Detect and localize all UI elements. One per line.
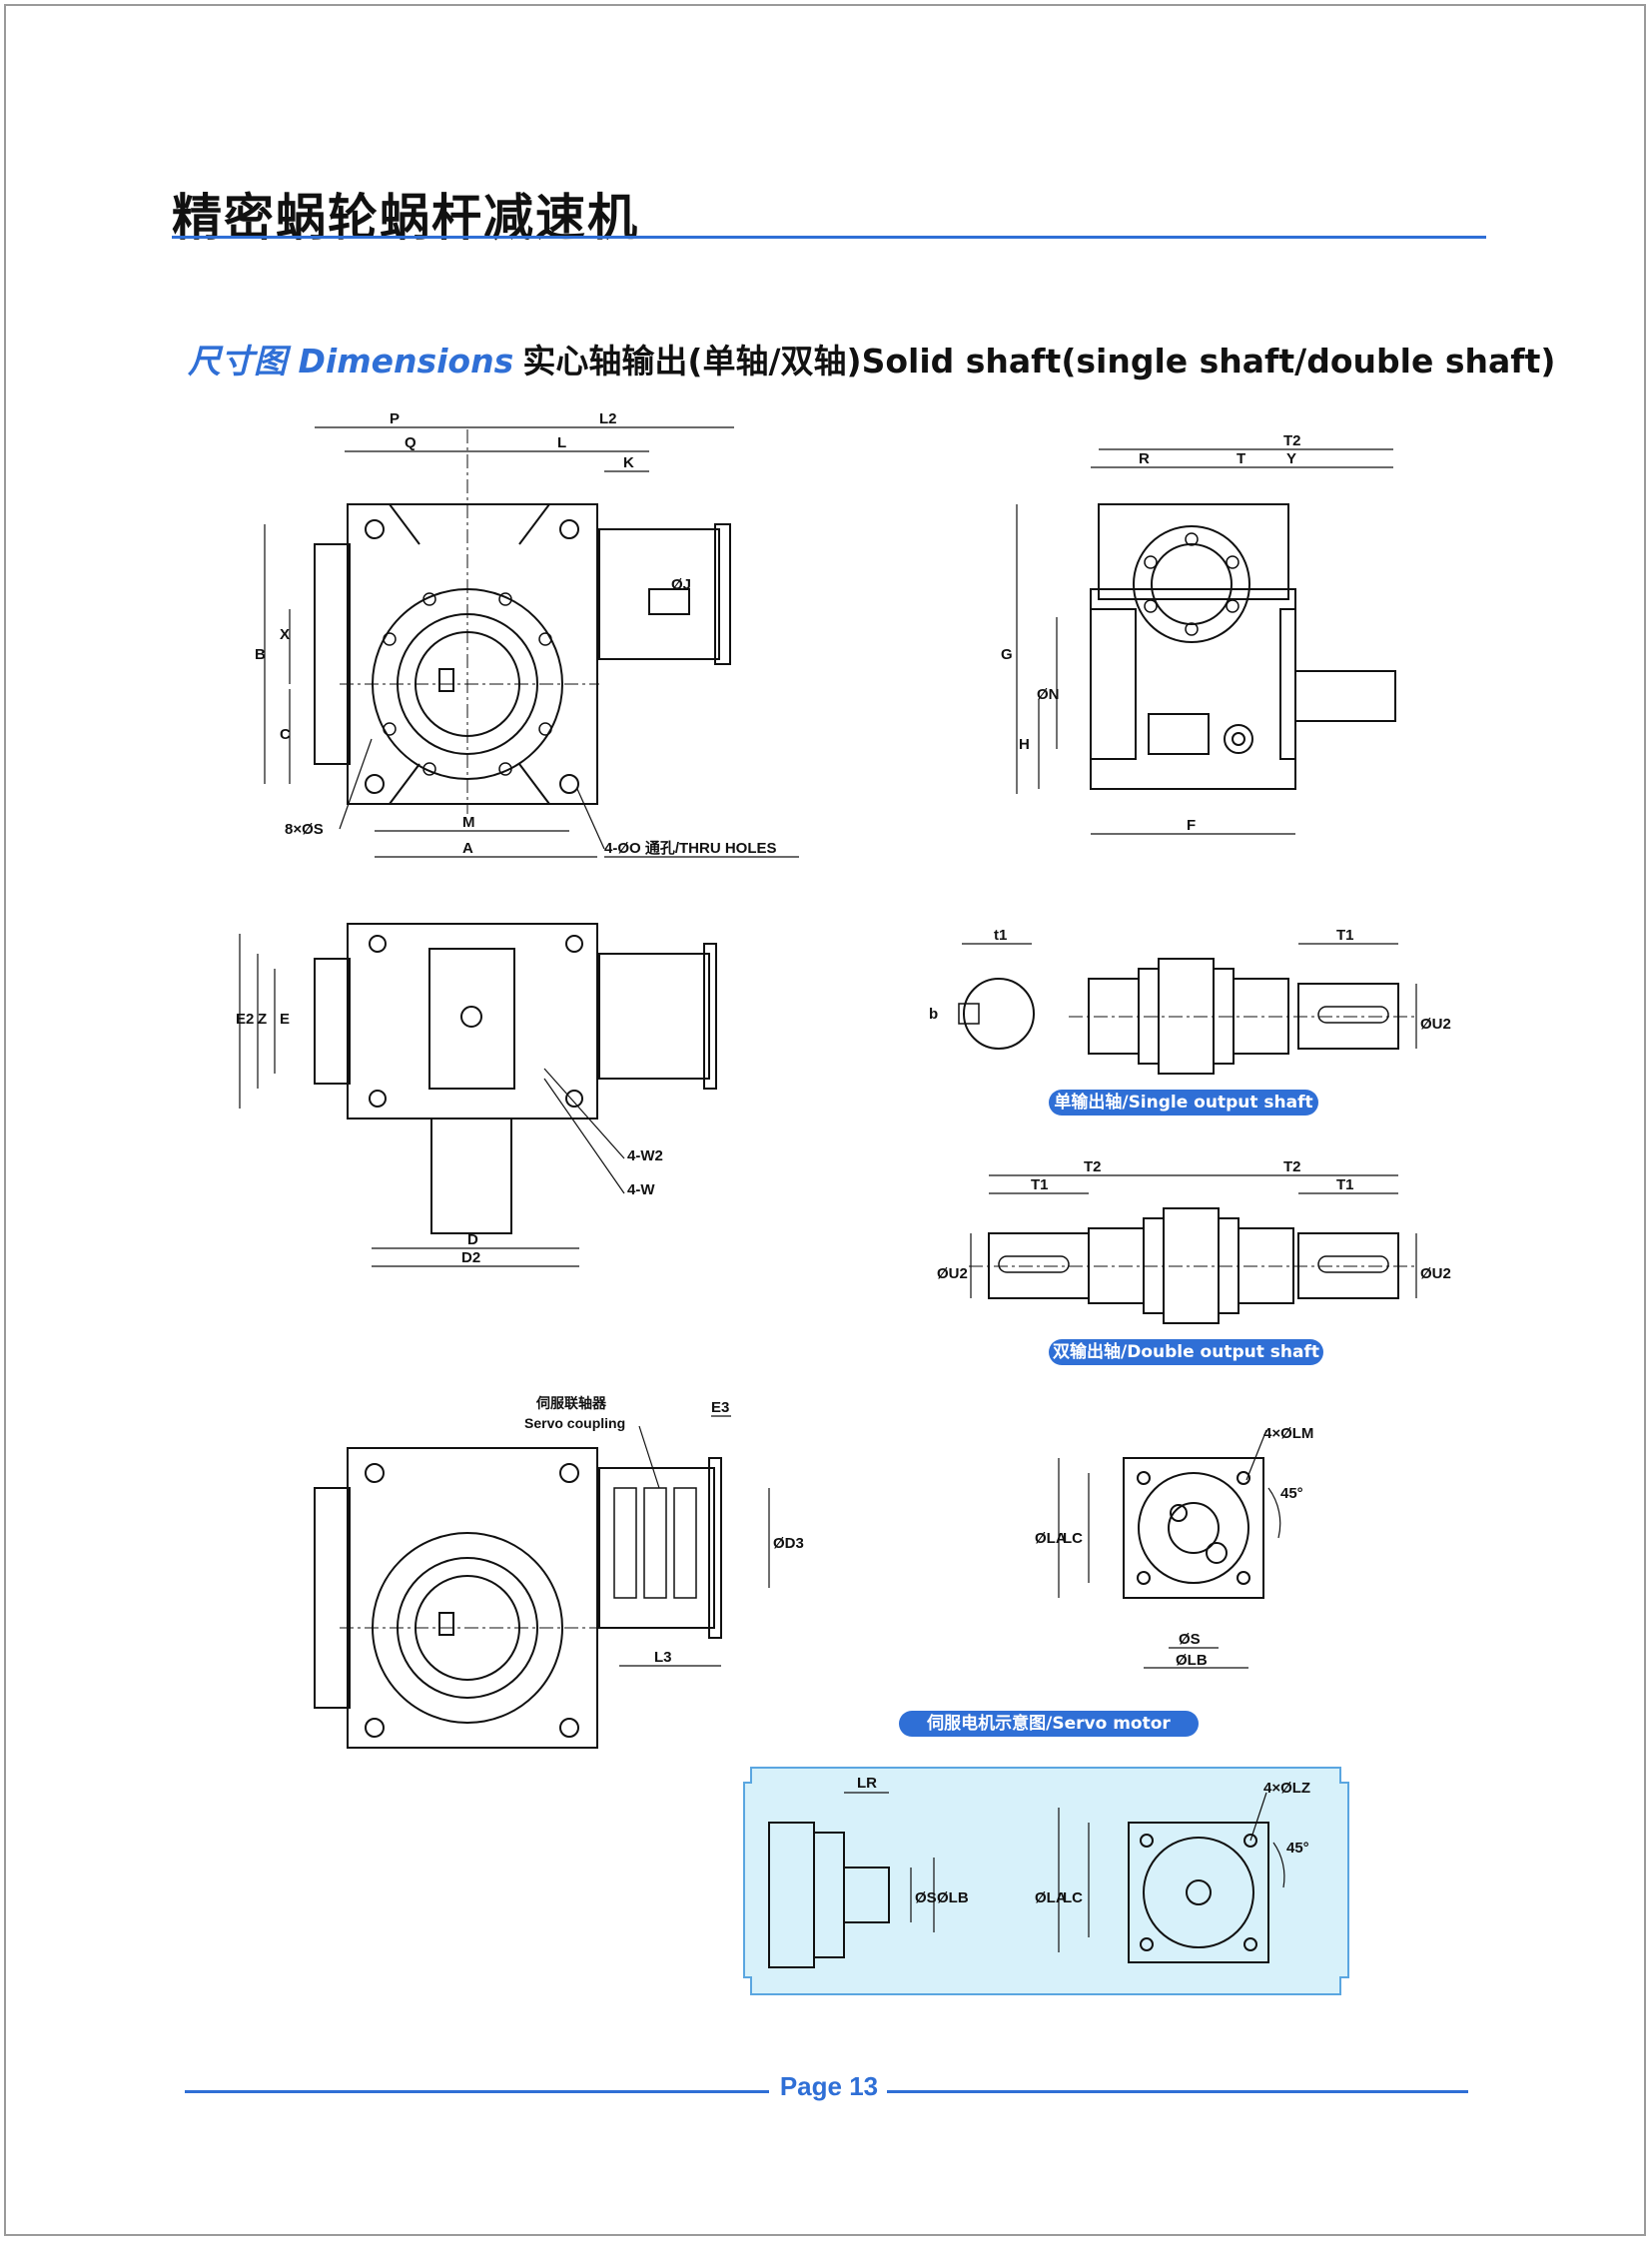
subtitle-shaft-type: 实心轴输出(单轴/双轴)Solid shaft(single shaft/dou… — [522, 342, 1556, 380]
dim-P: P — [390, 410, 400, 427]
dim-F: F — [1187, 817, 1196, 834]
dim-E3: E3 — [711, 1399, 729, 1416]
footer-rule-right — [887, 2090, 1468, 2093]
dim-45-motor: 45° — [1286, 1840, 1309, 1857]
dim-Z: Z — [258, 1011, 267, 1028]
label-servo-motor: 伺服电机示意图/Servo motor — [899, 1711, 1199, 1737]
dim-B: B — [255, 646, 266, 663]
dim-LC-flange: LC — [1063, 1530, 1083, 1547]
dim-4xLZ: 4×ØLZ — [1263, 1780, 1310, 1797]
dim-D3: ØD3 — [773, 1535, 804, 1552]
double-shaft-view: T2 T2 T1 T1 ØU2 ØU2 — [937, 1158, 1451, 1324]
dim-C: C — [280, 726, 291, 743]
note-8xS: 8×ØS — [285, 821, 324, 838]
dim-Y: Y — [1286, 450, 1296, 467]
label-single-output-shaft: 单输出轴/Single output shaft — [1049, 1090, 1318, 1116]
dim-LA-flange: ØLA — [1035, 1530, 1067, 1547]
dim-L3: L3 — [654, 1649, 672, 1666]
dim-T1-left: T1 — [1031, 1176, 1049, 1193]
dim-LC-motor: LC — [1063, 1889, 1083, 1906]
dim-LR: LR — [857, 1775, 877, 1792]
dim-S-flange: ØS — [1179, 1631, 1201, 1648]
single-shaft-view: t1 b T1 ØU2 — [929, 927, 1451, 1075]
label-double-output-shaft: 双输出轴/Double output shaft — [1049, 1339, 1323, 1365]
dim-G: G — [1001, 646, 1013, 663]
dim-4xLM: 4×ØLM — [1263, 1425, 1313, 1442]
dim-A: A — [462, 840, 473, 857]
dim-M: M — [462, 814, 475, 831]
section-subtitle: 尺寸图 Dimensions 实心轴输出(单轴/双轴)Solid shaft(s… — [188, 335, 1555, 382]
dim-T1-right: T1 — [1336, 1176, 1354, 1193]
side-view: R T T2 Y G ØN H F — [1001, 432, 1396, 835]
dim-U2-right: ØU2 — [1420, 1265, 1451, 1282]
dim-L2: L2 — [599, 410, 617, 427]
dim-Q: Q — [405, 434, 416, 451]
note-thru-holes: 4-ØO 通孔/THRU HOLES — [604, 840, 777, 857]
dim-X: X — [280, 626, 290, 643]
page-frame — [4, 4, 1646, 2236]
dim-T2-left: T2 — [1084, 1158, 1102, 1175]
dim-U2: ØU2 — [1420, 1016, 1451, 1033]
dim-LA-motor: ØLA — [1035, 1889, 1067, 1906]
coupling-label-en: Servo coupling — [524, 1415, 625, 1431]
dim-D2: D2 — [461, 1249, 480, 1266]
dim-N: ØN — [1037, 686, 1060, 703]
coupling-label-cn: 伺服联轴器 — [535, 1395, 607, 1411]
servo-motor-panel: LR ØS ØLB 4×ØLZ 45° ØLA LC — [743, 1767, 1349, 1995]
dim-LB-motor: ØLB — [937, 1889, 969, 1906]
dim-D: D — [467, 1231, 478, 1248]
dim-U2-left: ØU2 — [937, 1265, 968, 1282]
dim-K: K — [623, 454, 634, 471]
servo-coupling-view: 伺服联轴器 Servo coupling E3 ØD3 L3 — [314, 1395, 804, 1749]
note-4-W: 4-W — [627, 1181, 655, 1198]
dim-LB-flange: ØLB — [1176, 1652, 1208, 1669]
note-4-W2: 4-W2 — [627, 1147, 663, 1164]
dim-T2-right: T2 — [1283, 1158, 1301, 1175]
dim-b: b — [929, 1006, 938, 1023]
front-view: P L2 Q L K B X C ØJ M A 8×ØS 4-ØO 通孔/THR… — [255, 410, 799, 858]
page-number: Page 13 — [779, 2071, 879, 2101]
subtitle-dimensions: 尺寸图 Dimensions — [188, 342, 514, 380]
dim-45-flange: 45° — [1280, 1485, 1303, 1502]
dim-T1: T1 — [1336, 927, 1354, 944]
bottom-view: E2 Z E D D2 4-W2 4-W — [236, 923, 717, 1267]
dim-L: L — [557, 434, 566, 451]
dim-S-motor: ØS — [915, 1889, 937, 1906]
servo-flange-view: 4×ØLM 45° ØLA LC ØS ØLB — [1035, 1425, 1313, 1669]
dim-R: R — [1139, 450, 1150, 467]
footer-rule-left — [185, 2090, 769, 2093]
dim-T2: T2 — [1283, 432, 1301, 449]
dim-E2: E2 — [236, 1011, 254, 1028]
title-divider — [172, 236, 1486, 239]
dim-E: E — [280, 1011, 290, 1028]
dim-t1: t1 — [994, 927, 1007, 944]
dim-H: H — [1019, 736, 1030, 753]
dim-T: T — [1237, 450, 1245, 467]
dim-J: ØJ — [671, 576, 691, 593]
